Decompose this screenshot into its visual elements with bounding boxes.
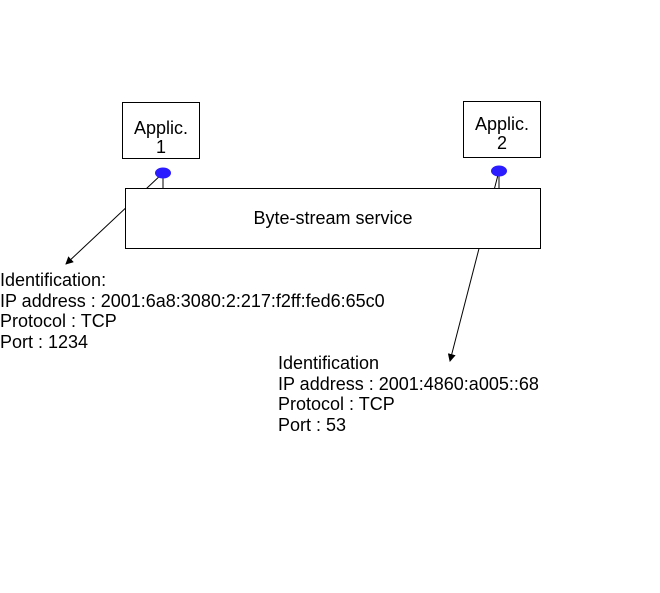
byte-stream-service-box: Byte-stream service (125, 188, 541, 249)
application-1-box: Applic. 1 (122, 102, 200, 159)
identification-1-port: Port : 1234 (0, 331, 89, 352)
identification-block-2: Identification IP address : 2001:4860:a0… (278, 353, 539, 435)
application-1-label: Applic. (133, 118, 189, 138)
identification-1-protocol: Protocol : TCP (0, 311, 117, 332)
application-2-box: Applic. 2 (463, 101, 541, 158)
application-2-number: 2 (496, 133, 507, 153)
identification-1-ip: IP address : 2001:6a8:3080:2:217:f2ff:fe… (0, 290, 385, 311)
identification-block-1: Identification: IP address : 2001:6a8:30… (0, 270, 385, 352)
identification-2-ip: IP address : 2001:4860:a005::68 (278, 373, 539, 394)
identification-1-title: Identification: (0, 270, 107, 290)
app1-endpoint-dot (155, 167, 171, 179)
service-label: Byte-stream service (253, 208, 413, 228)
identification-2-port: Port : 53 (278, 414, 347, 435)
identification-2-protocol: Protocol : TCP (278, 394, 395, 415)
app2-endpoint-dot (491, 165, 507, 177)
application-1-number: 1 (155, 137, 166, 157)
application-2-label: Applic. (474, 114, 530, 134)
identification-2-title: Identification (278, 353, 380, 373)
